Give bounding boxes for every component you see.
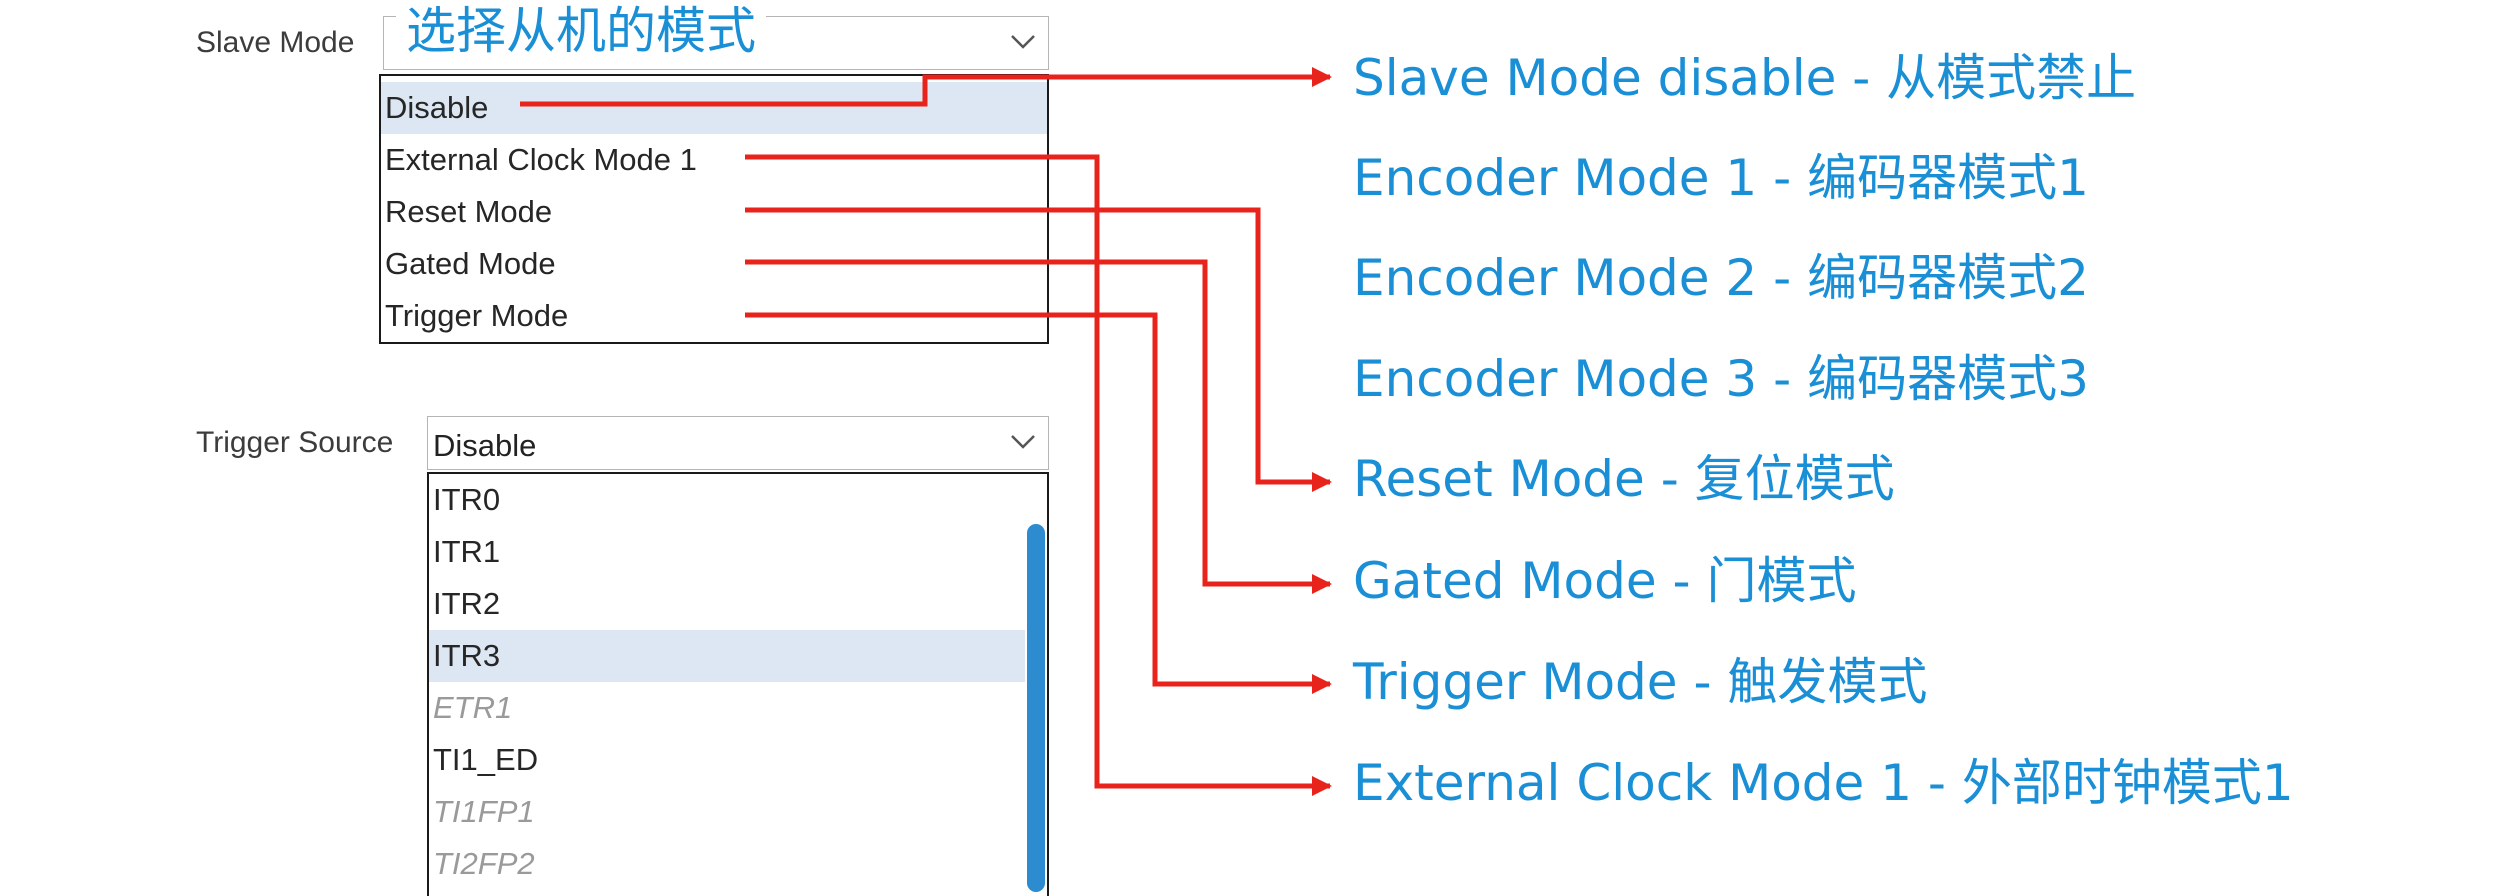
trigger-source-option-selected[interactable]: ITR3	[429, 630, 1025, 682]
trigger-source-option-disabled: TI1FP1	[433, 794, 535, 829]
slave-mode-option-trigger[interactable]: Trigger Mode	[385, 298, 569, 333]
trigger-source-dropdown-list[interactable]: ITR0 ITR1 ITR2 ITR3 ETR1 TI1_ED TI1FP1 T…	[427, 472, 1049, 896]
description-trigger-mode: Trigger Mode - 触发模式	[1353, 653, 1928, 711]
arrow-external-clock	[745, 154, 1332, 796]
slave-mode-option-gated[interactable]: Gated Mode	[385, 246, 556, 281]
description-encoder-mode-1: Encoder Mode 1 - 编码器模式1	[1353, 149, 2089, 207]
slave-mode-option-reset[interactable]: Reset Mode	[385, 194, 553, 229]
trigger-source-option[interactable]: ITR0	[433, 482, 501, 517]
arrow-trigger	[745, 312, 1332, 694]
arrow-reset	[745, 207, 1332, 492]
description-encoder-mode-2: Encoder Mode 2 - 编码器模式2	[1353, 249, 2089, 307]
trigger-source-select[interactable]: Disable	[427, 416, 1049, 470]
description-external-clock-mode-1: External Clock Mode 1 - 外部时钟模式1	[1353, 754, 2294, 812]
chevron-down-icon[interactable]	[1010, 33, 1036, 51]
trigger-source-option[interactable]: ITR2	[433, 586, 501, 621]
description-encoder-mode-3: Encoder Mode 3 - 编码器模式3	[1353, 350, 2089, 408]
trigger-source-label: Trigger Source	[196, 426, 394, 459]
arrow-disable	[520, 67, 1332, 107]
description-gated-mode: Gated Mode - 门模式	[1353, 552, 1857, 610]
slave-mode-label: Slave Mode	[196, 26, 355, 59]
slave-mode-option-external-clock-1[interactable]: External Clock Mode 1	[385, 142, 697, 177]
trigger-source-scrollbar[interactable]	[1027, 524, 1045, 892]
description-reset-mode: Reset Mode - 复位模式	[1353, 450, 1895, 508]
trigger-source-value: Disable	[433, 428, 537, 463]
description-slave-mode-disable: Slave Mode disable - 从模式禁止	[1353, 49, 2137, 107]
trigger-source-option-disabled: TI2FP2	[433, 846, 535, 881]
slave-mode-option-disable[interactable]: Disable	[381, 82, 1047, 134]
arrow-gated	[745, 259, 1332, 594]
slave-mode-title-annotation: 选择从机的模式	[396, 0, 766, 62]
trigger-source-option[interactable]: TI1_ED	[433, 742, 539, 777]
chevron-down-icon[interactable]	[1010, 433, 1036, 451]
trigger-source-option[interactable]: ITR1	[433, 534, 501, 569]
trigger-source-option-disabled: ETR1	[433, 690, 513, 725]
